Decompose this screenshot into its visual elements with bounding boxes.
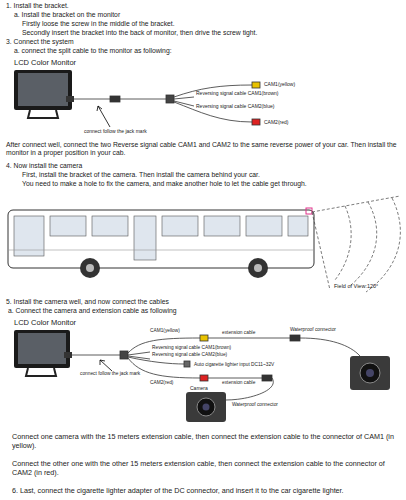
step-text: a. Install the bracket on the monitor bbox=[14, 11, 120, 19]
monitor-label: LCD Color Monitor bbox=[14, 58, 76, 67]
cable-label: Reversing signal cable CAM2(blue) bbox=[196, 103, 274, 109]
monitor-drawing bbox=[14, 70, 74, 118]
view-angle-label: Field of View:120° bbox=[334, 283, 378, 290]
cable-label: Reversing signal cable CAM1(brown) bbox=[152, 345, 231, 351]
step-text: 6. Last, connect the cigarette lighter a… bbox=[12, 486, 344, 495]
connector-label: Waterproof connector bbox=[232, 402, 278, 408]
camera-drawing bbox=[186, 356, 390, 422]
connector-label: Waterproof connector bbox=[290, 327, 336, 333]
step-text: After connect well, connect the two Reve… bbox=[6, 141, 402, 158]
monitor-label: LCD Color Monitor bbox=[14, 318, 76, 327]
cable-label: extension cable bbox=[222, 330, 255, 336]
cable-label: extension cable bbox=[222, 380, 255, 386]
step-heading: 1. Install the bracket. bbox=[6, 2, 69, 10]
step-heading: 5. Install the camera well, and now conn… bbox=[6, 298, 169, 306]
camera-label: Camera bbox=[190, 385, 208, 391]
step-text: You need to make a hole to fix the camer… bbox=[22, 180, 307, 188]
step-text: Connect one camera with the 15 meters ex… bbox=[12, 432, 404, 450]
bus-drawing bbox=[8, 196, 400, 292]
step-text: First, install the bracket of the camera… bbox=[22, 171, 260, 179]
cable-label: CAM1(yellow) bbox=[150, 328, 180, 334]
cable-label: CAM2(red) bbox=[150, 380, 173, 386]
camera-cables bbox=[72, 335, 360, 400]
cable-label: connect follow the jack mark bbox=[84, 128, 147, 134]
monitor-drawing bbox=[14, 330, 72, 376]
step-text: Connect the other one with the other 15 … bbox=[12, 459, 404, 477]
step-text: Secondly insert the bracket into the bac… bbox=[22, 29, 257, 37]
cable-label: CAM1(yellow) bbox=[264, 81, 295, 87]
step-text: Firstly loose the screw in the middle of… bbox=[22, 20, 175, 28]
step-heading: 3. Connect the system bbox=[6, 38, 74, 46]
cable-label: connect follow the jack mark bbox=[80, 371, 140, 377]
step-text: a. connect the split cable to the monito… bbox=[14, 47, 172, 55]
cable-label: Reversing signal cable CAM2(blue) bbox=[152, 352, 227, 358]
step-text: a. Connect the camera and extension cabl… bbox=[8, 307, 177, 315]
cable-label: CAM2(red) bbox=[264, 119, 288, 125]
step-heading: 4. Now install the camera bbox=[6, 162, 82, 170]
power-label: Auto cigarette lighter input DC11~32V bbox=[194, 362, 274, 368]
cable-label: Reversing signal cable CAM1(brown) bbox=[196, 90, 279, 96]
